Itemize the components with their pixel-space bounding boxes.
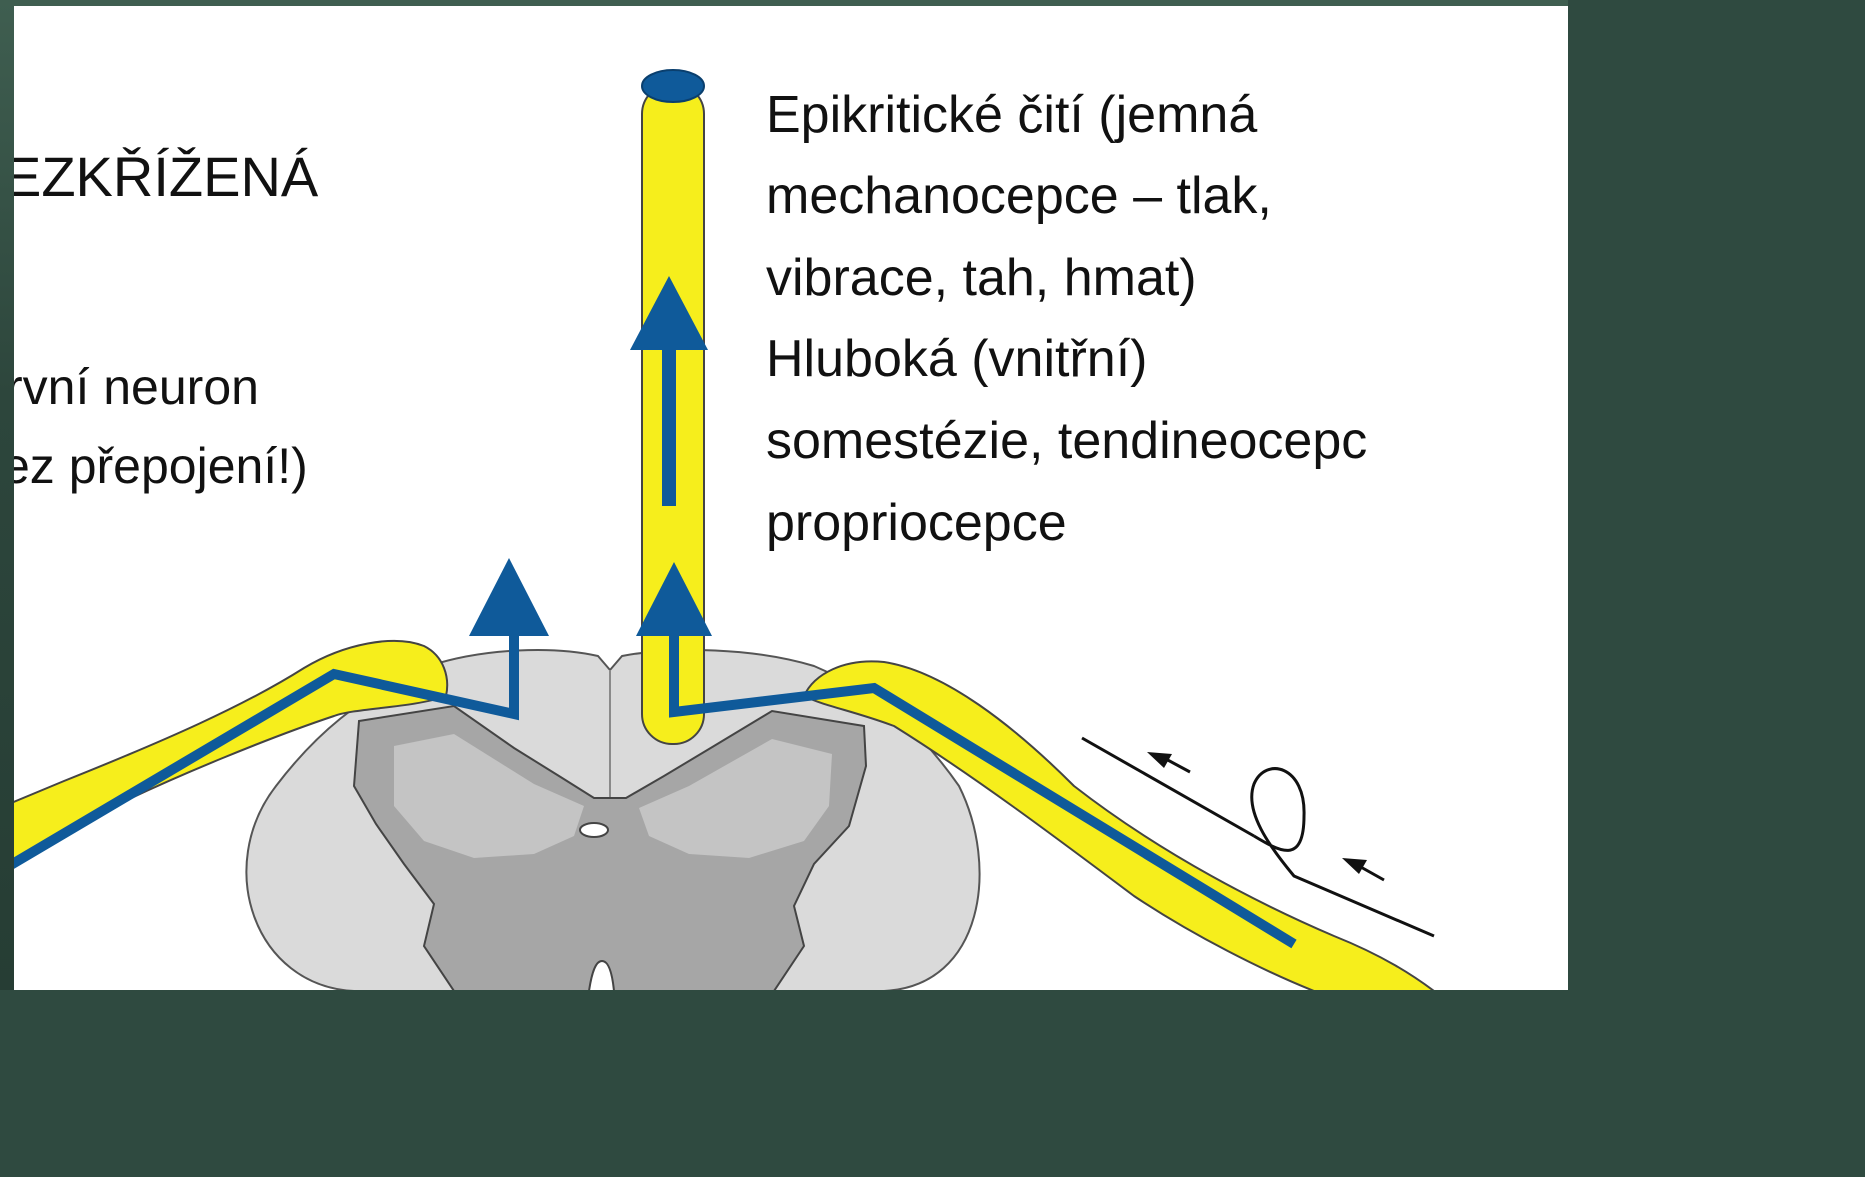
diagram-panel: EZKŘÍŽENÁ rvní neuron ez přepojení!) Epi…	[14, 6, 1568, 990]
upper-arrow-shaft	[662, 336, 676, 506]
central-canal	[580, 823, 608, 837]
mechanoception-label: mechanocepce – tlak,	[766, 167, 1272, 225]
left-neuron-label: rvní neuron	[14, 359, 259, 415]
receptor-arrow-upper	[1147, 752, 1172, 768]
left-no-relay-label: ez přepojení!)	[14, 438, 308, 494]
spinal-cord-diagram: EZKŘÍŽENÁ rvní neuron ez přepojení!) Epi…	[14, 6, 1568, 990]
somesthesia-label: somestézie, tendineocepc	[766, 412, 1367, 470]
left-title-label: EZKŘÍŽENÁ	[14, 145, 319, 208]
slide-frame: EZKŘÍŽENÁ rvní neuron ez přepojení!) Epi…	[0, 0, 1568, 990]
left-up-arrowhead	[469, 558, 549, 636]
epicritic-label: Epikritické čití (jemná	[766, 86, 1257, 144]
tract-top-cap	[642, 70, 704, 102]
receptor-arrow-lower	[1342, 858, 1367, 874]
proprioception-label: propriocepce	[766, 494, 1067, 552]
deep-sense-label: Hluboká (vnitřní)	[766, 330, 1147, 388]
vibration-label: vibrace, tah, hmat)	[766, 249, 1197, 307]
